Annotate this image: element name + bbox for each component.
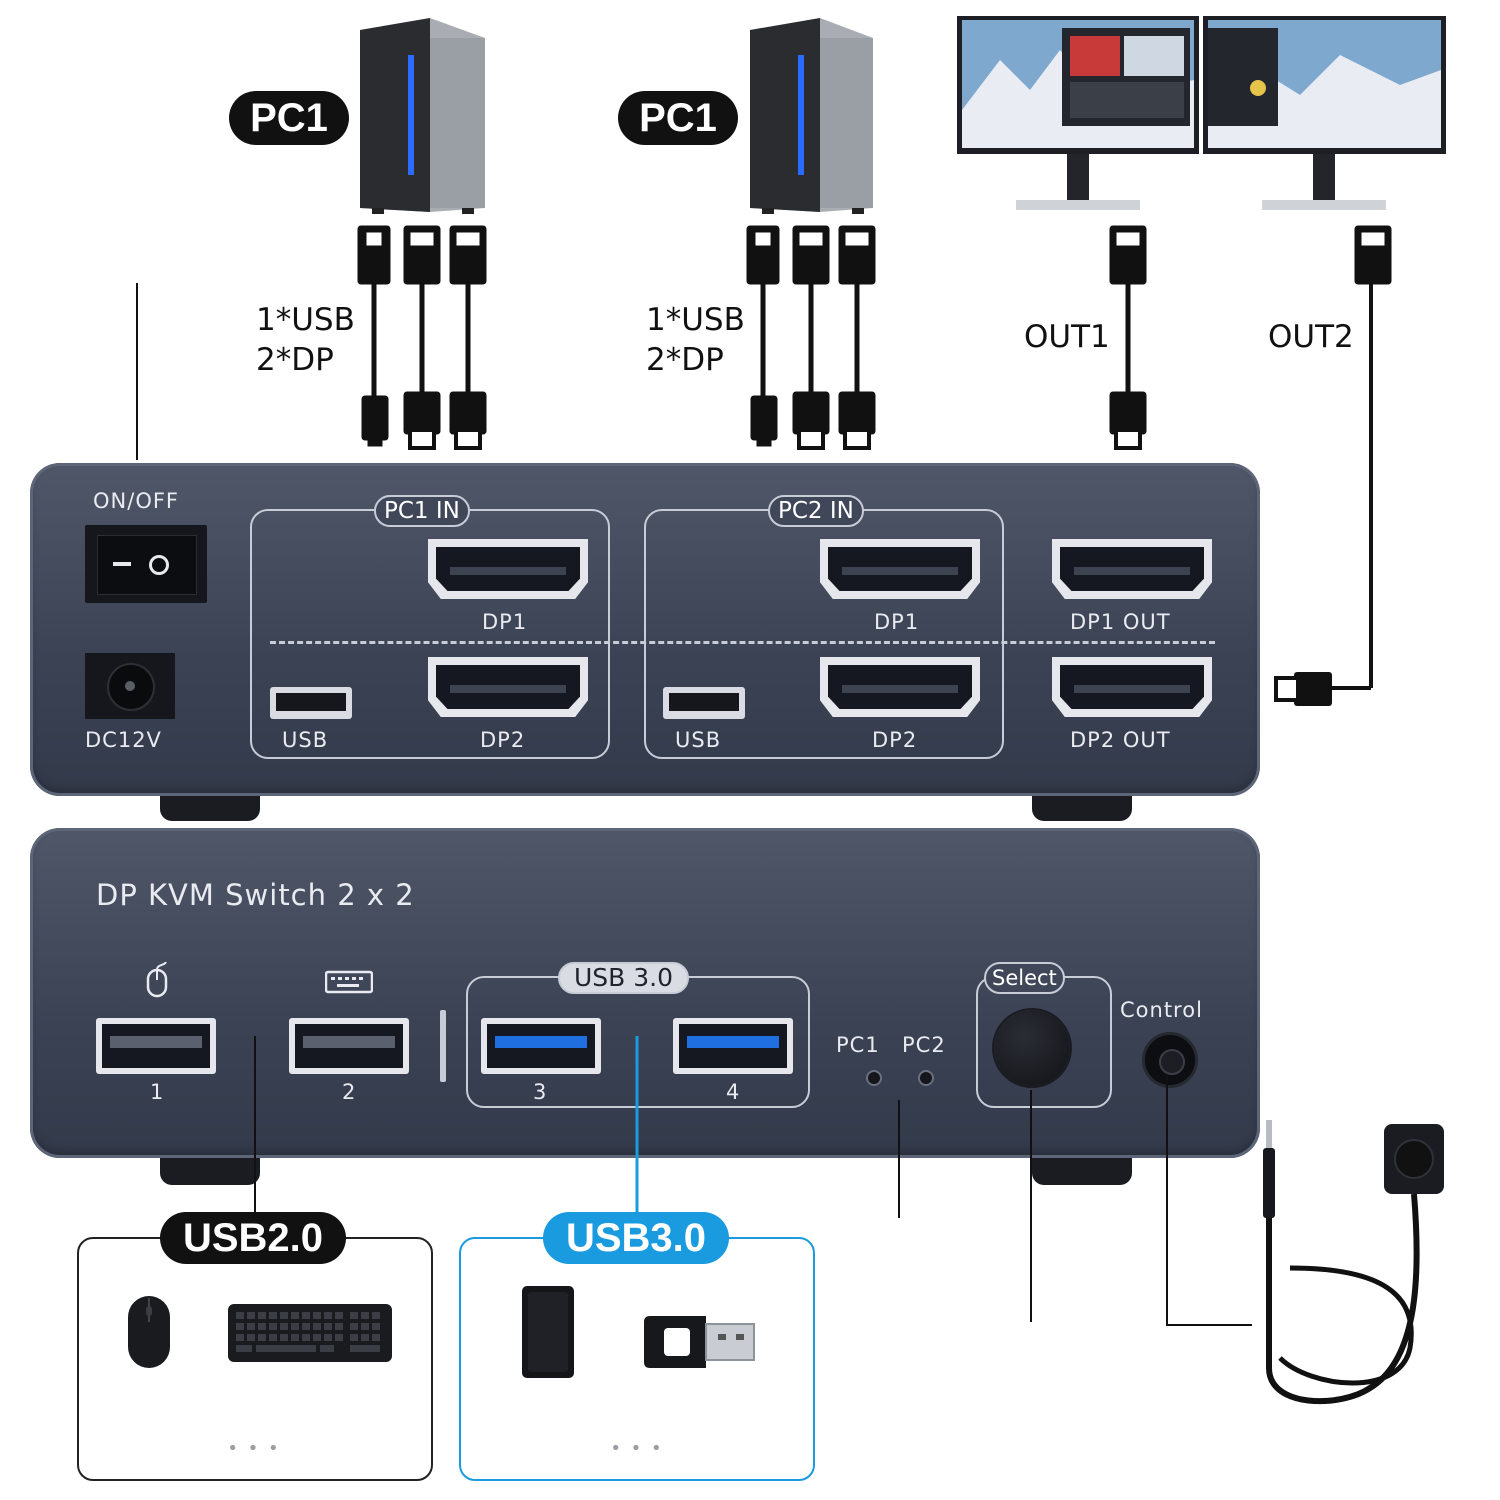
monitor-left-icon — [957, 16, 1199, 210]
front-panel-title: DP KVM Switch 2 x 2 — [96, 878, 415, 912]
front-foot-left — [160, 1157, 260, 1185]
wired-remote-icon — [1263, 1120, 1444, 1405]
dc-label: DC12V — [85, 728, 162, 752]
usb-port-1-label: 1 — [150, 1080, 165, 1104]
pc2-dp2-port[interactable] — [820, 657, 980, 717]
mouse-icon — [146, 962, 168, 998]
usb3-more-indicator: • • • — [610, 1438, 664, 1459]
dp2-out-port[interactable] — [1052, 657, 1212, 717]
usb3-group-title: USB 3.0 — [558, 962, 690, 994]
pc2-usb-label: USB — [675, 728, 722, 752]
pc1-left-dp-note: 2*DP — [256, 342, 334, 378]
usb-port-1[interactable] — [96, 1018, 216, 1074]
pc1-usb-b-port[interactable] — [270, 687, 352, 719]
pc1-dp1-label: DP1 — [482, 610, 528, 634]
dp1-out-port[interactable] — [1052, 539, 1212, 599]
power-switch-label: ON/OFF — [93, 489, 180, 513]
pc1-right-dp-note: 2*DP — [646, 342, 724, 378]
pc1-in-title: PC1 IN — [374, 495, 470, 527]
cable-set-pc1-left — [357, 225, 487, 450]
pc2-dp1-label: DP1 — [874, 610, 920, 634]
pc1-dp2-label: DP2 — [480, 728, 526, 752]
control-jack[interactable] — [1142, 1032, 1198, 1088]
usb-port-2[interactable] — [289, 1018, 409, 1074]
back-foot-left — [160, 793, 260, 821]
cable-out1 — [1109, 225, 1147, 450]
usb-port-4[interactable] — [673, 1018, 793, 1074]
front-callout-lines — [254, 1036, 1252, 1326]
usb-divider — [440, 1010, 446, 1082]
front-foot-right — [1032, 1157, 1132, 1185]
keyboard-icon — [325, 970, 373, 994]
cable-out2 — [1354, 225, 1392, 285]
pc1-usb-label: USB — [282, 728, 329, 752]
pc1-dp1-port[interactable] — [428, 539, 588, 599]
usb-port-2-label: 2 — [342, 1080, 357, 1104]
dc-power-jack[interactable] — [85, 653, 175, 719]
pc2-dp1-port[interactable] — [820, 539, 980, 599]
external-drive-icon — [522, 1286, 574, 1378]
pc1-left-usb-note: 1*USB — [256, 302, 355, 338]
led-pc1-label: PC1 — [836, 1033, 880, 1057]
divider-dashed — [270, 641, 1215, 644]
select-button[interactable] — [994, 1010, 1070, 1086]
front-panel: DP KVM Switch 2 x 2 1 2 USB 3.0 3 4 PC1 … — [30, 828, 1260, 1158]
out2-label: OUT2 — [1268, 319, 1354, 355]
usb2-title-badge: USB2.0 — [160, 1212, 346, 1264]
monitor-right-icon — [1203, 16, 1446, 210]
cable-set-pc1-right — [746, 225, 876, 450]
usb-port-4-label: 4 — [726, 1080, 741, 1104]
pc2-usb-b-port[interactable] — [663, 687, 745, 719]
led-pc1-indicator — [866, 1070, 882, 1086]
dp1-out-label: DP1 OUT — [1070, 610, 1171, 634]
usb-flash-drive-icon — [644, 1316, 755, 1368]
usb-port-3[interactable] — [481, 1018, 601, 1074]
out1-label: OUT1 — [1024, 319, 1110, 355]
led-pc2-indicator — [918, 1070, 934, 1086]
back-foot-right — [1032, 793, 1132, 821]
out2-cable-route — [1274, 284, 1373, 706]
top-diagram — [136, 16, 1446, 460]
back-panel: ON/OFF DC12V PC1 IN DP1 DP2 USB PC2 IN D… — [30, 463, 1260, 796]
pc2-in-title: PC2 IN — [768, 495, 864, 527]
usb3-device-box — [459, 1237, 815, 1481]
power-switch[interactable] — [85, 525, 207, 603]
pc1-dp2-port[interactable] — [428, 657, 588, 717]
pc1-badge-right: PC1 — [618, 91, 738, 145]
pc-tower-left-icon — [360, 18, 485, 214]
mouse-device-icon — [128, 1296, 170, 1368]
pc-tower-right-icon — [750, 18, 873, 214]
pc1-right-usb-note: 1*USB — [646, 302, 745, 338]
select-label: Select — [984, 962, 1065, 994]
control-label: Control — [1120, 998, 1203, 1022]
keyboard-device-icon — [228, 1304, 392, 1362]
usb3-title-badge: USB3.0 — [543, 1212, 729, 1264]
pc1-badge-left: PC1 — [229, 91, 349, 145]
usb2-more-indicator: • • • — [227, 1438, 281, 1459]
dp2-out-label: DP2 OUT — [1070, 728, 1171, 752]
led-pc2-label: PC2 — [902, 1033, 946, 1057]
usb-port-3-label: 3 — [533, 1080, 548, 1104]
pc2-dp2-label: DP2 — [872, 728, 918, 752]
